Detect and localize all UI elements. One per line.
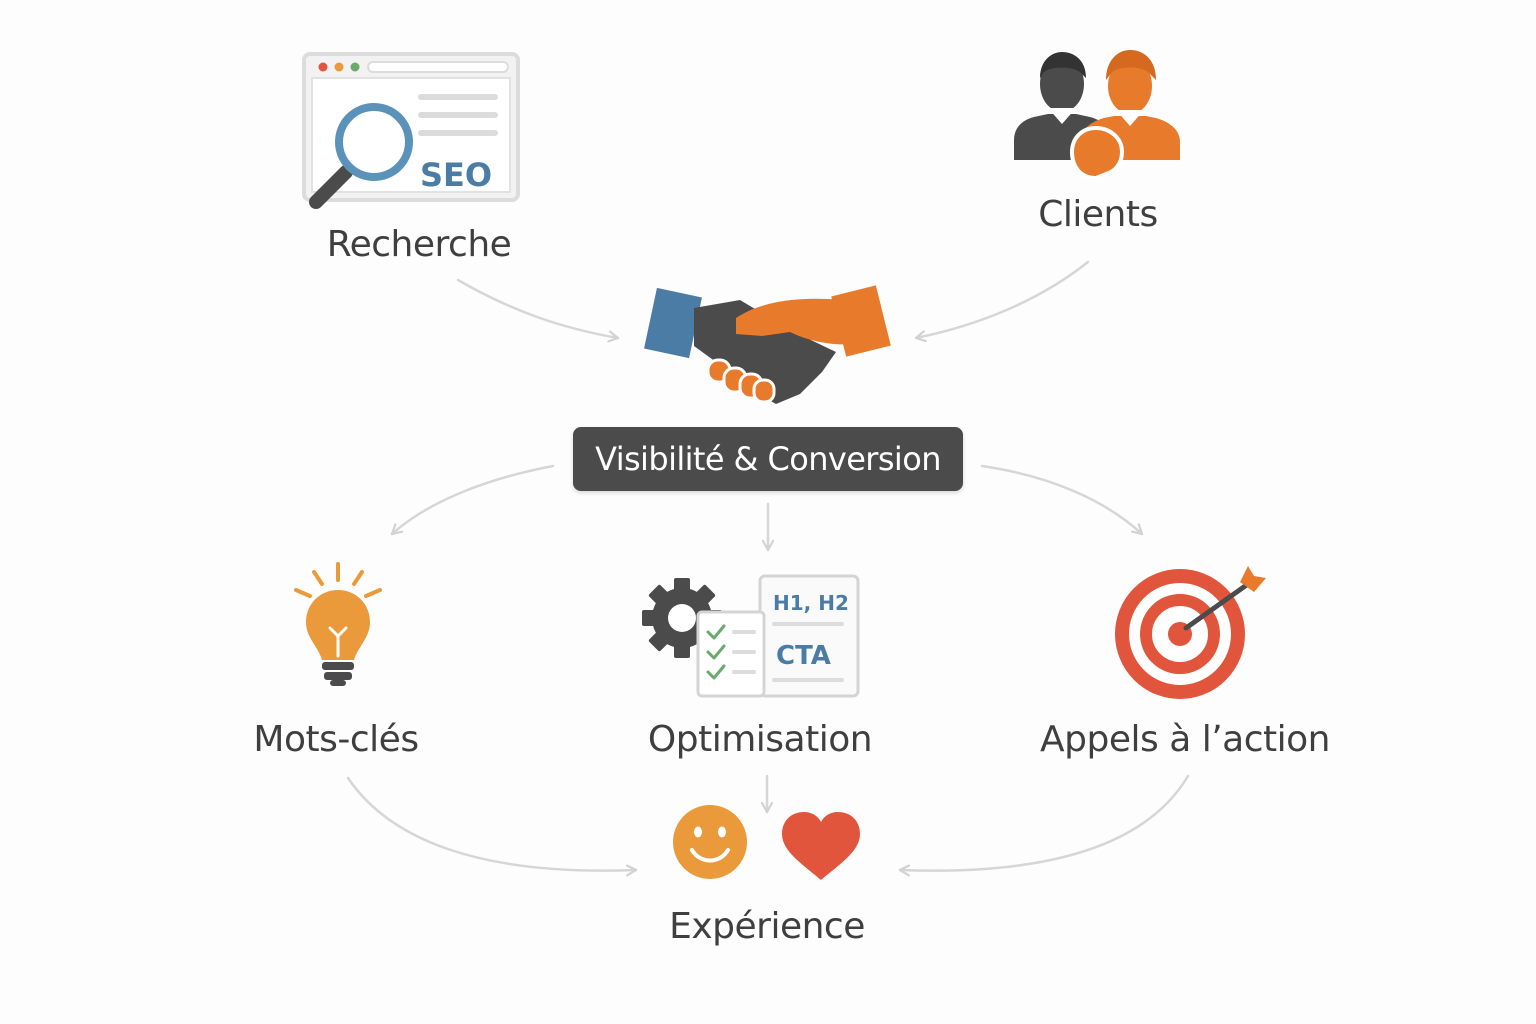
heart-icon — [782, 812, 860, 880]
arrow-clients-to-center — [914, 260, 1090, 338]
label-appels-action: Appels à l’action — [1040, 719, 1330, 760]
seo-browser-icon: SEO — [302, 52, 520, 209]
optimization-document-icon: H1, H2 CTA — [642, 574, 860, 698]
arrow-appels-to-experience — [898, 774, 1190, 871]
doc-cta-text: CTA — [776, 641, 831, 671]
center-label: Visibilité & Conversion — [595, 440, 941, 478]
target-icon — [1115, 566, 1266, 699]
label-mots-cles: Mots-clés — [253, 719, 419, 760]
label-clients: Clients — [1038, 194, 1158, 235]
connector-arrows — [346, 260, 1190, 871]
arrow-motscles-to-experience — [346, 776, 638, 871]
lightbulb-icon — [294, 562, 382, 686]
seo-text: SEO — [420, 156, 492, 194]
arrow-recherche-to-center — [456, 278, 620, 338]
clients-icon — [1014, 50, 1180, 181]
smiley-icon — [673, 805, 747, 879]
center-node: Visibilité & Conversion — [573, 427, 963, 491]
label-experience: Expérience — [669, 906, 865, 947]
arrow-center-to-motscles — [390, 464, 555, 536]
label-recherche: Recherche — [326, 224, 512, 265]
handshake-icon — [644, 285, 891, 404]
label-optimisation: Optimisation — [647, 719, 873, 760]
arrow-center-to-appels — [980, 464, 1144, 536]
doc-heading-text: H1, H2 — [773, 591, 849, 615]
